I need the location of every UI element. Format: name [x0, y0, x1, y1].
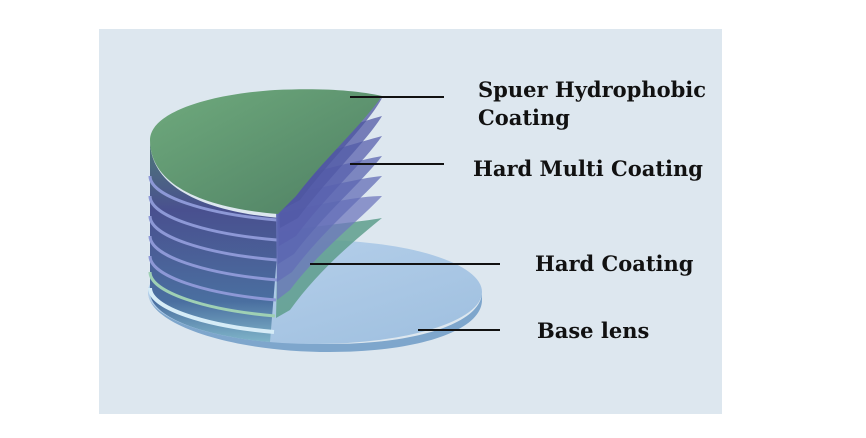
label-hydrophobic-coating: Spuer Hydrophobic Coating: [478, 76, 706, 132]
label-hydrophobic-line2: Coating: [478, 105, 570, 130]
layer-stack-wall: [148, 140, 280, 342]
label-hard-multi-coating: Hard Multi Coating: [473, 156, 703, 181]
label-hydrophobic-line1: Spuer Hydrophobic: [478, 77, 707, 102]
label-hard-coating: Hard Coating: [535, 251, 694, 276]
leader-lines: [310, 96, 500, 331]
hydrophobic-layer: [150, 89, 382, 214]
label-base-lens: Base lens: [537, 318, 650, 343]
